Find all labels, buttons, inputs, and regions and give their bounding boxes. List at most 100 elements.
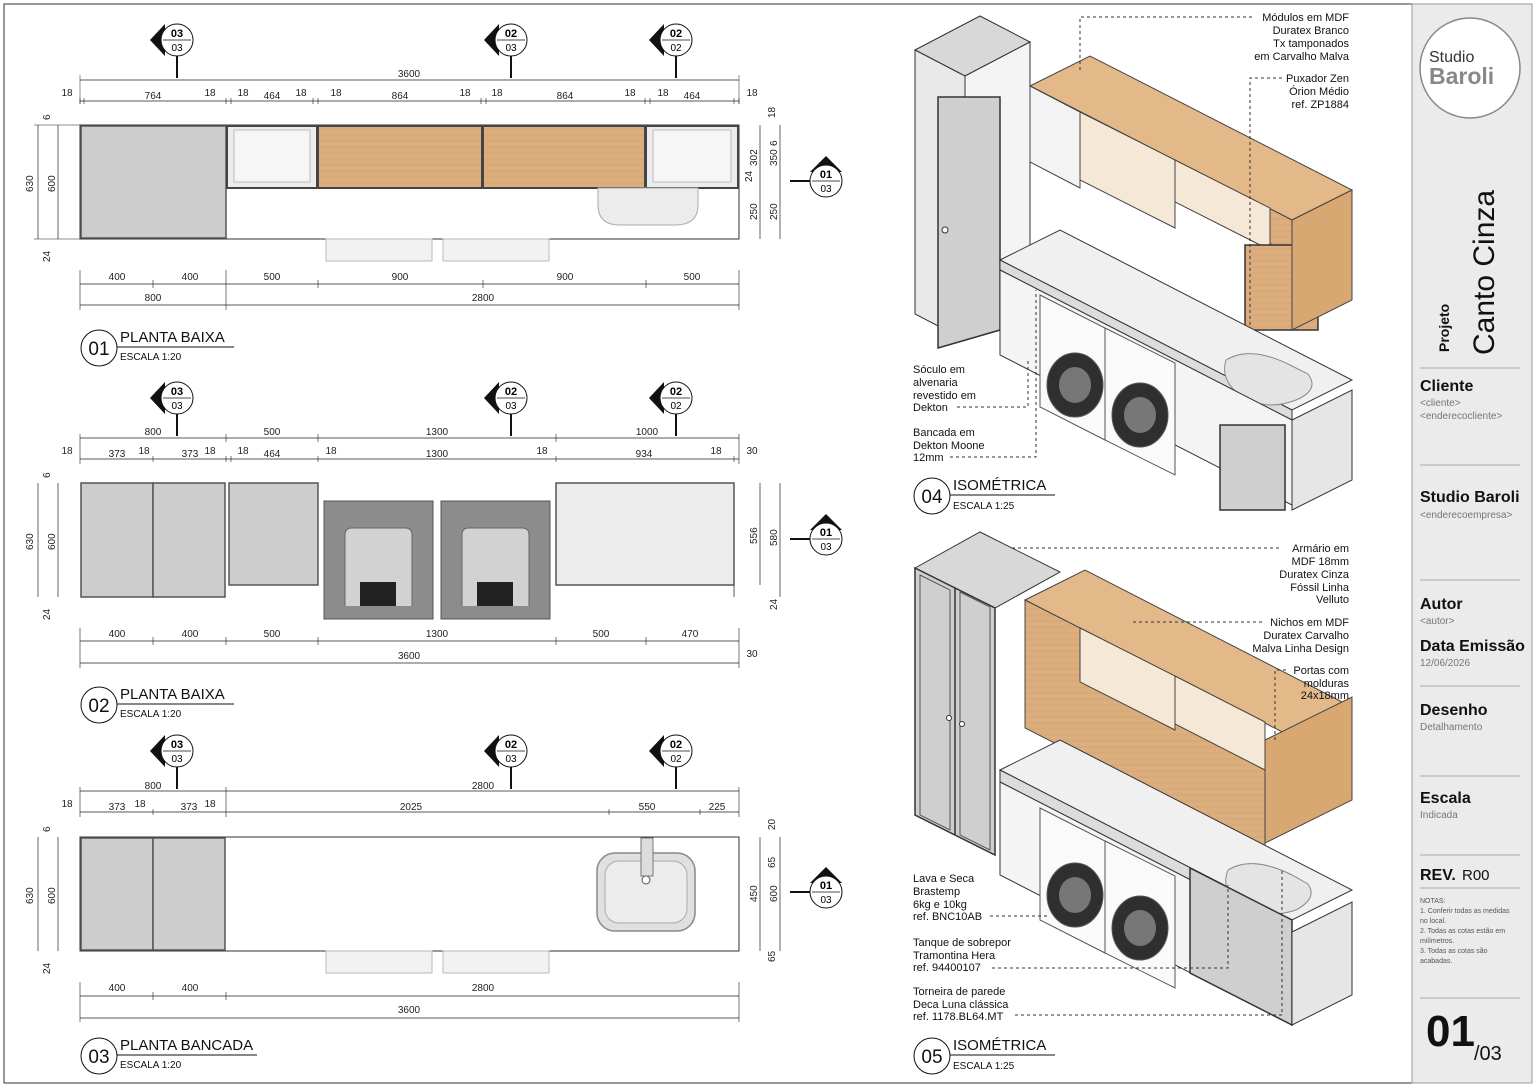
view-number: 04 [921,487,943,508]
upper-cabinet-wood [482,125,646,189]
dim: 18 [325,446,337,457]
dim: 302 [749,149,760,166]
annotation-line: Deca Luna clássica [913,999,1009,1011]
dim: 400 [109,629,126,640]
dim: 20 [767,818,778,830]
dim: 24 [42,962,53,974]
dim: 18 [237,88,249,99]
dim: 400 [182,272,199,283]
view-label: 04 ISOMÉTRICA ESCALA 1:25 [913,477,1055,515]
dimension-line: 18 764 18 18 464 18 18 864 18 18 864 18 … [61,88,758,104]
dim: 900 [557,272,574,283]
dim: 400 [109,983,126,994]
dim: 464 [264,91,281,102]
author-value: <autor> [1420,616,1455,627]
section-marker: 03 03 [150,734,194,789]
dim: 373 [181,802,198,813]
annotation-line: alvenaria [913,377,959,389]
dim: 18 [295,88,307,99]
dim: 65 [767,950,778,962]
dim: 1300 [426,427,449,438]
cabinet-door [80,837,154,951]
dimension-line: 18 6 302 350 24 250 250 [744,106,781,239]
annotation-line: revestido em [913,390,976,402]
marker-num: 02 [670,28,682,40]
cabinet-door [228,482,319,586]
view-02-planta-baixa: 03 03 02 03 02 02 800 500 1300 1000 [25,381,843,724]
dim: 580 [769,529,780,546]
marker-sheet: 03 [820,184,832,195]
annotation-line: Órion Médio [1289,85,1349,98]
dim: 24 [42,250,53,262]
section-marker: 01 03 [790,867,843,909]
section-marker: 03 03 [150,23,194,78]
dim: 18 [657,88,669,99]
annotation-line: Módulos em MDF [1262,12,1349,24]
note-line: milímetros. [1420,938,1454,945]
dim: 18 [204,446,216,457]
note-line: 2. Todas as cotas estão em [1420,928,1505,935]
dim: 1300 [426,629,449,640]
view-number: 02 [88,696,109,717]
marker-num: 01 [820,880,832,892]
marker-sheet: 03 [505,401,517,412]
sink [597,187,699,226]
drawing-label: Desenho [1420,702,1488,719]
annotation-line: Portas com [1293,665,1349,677]
dim: 550 [639,802,656,813]
annotation-line: ref. 94400107 [913,962,981,974]
dim: 18 [61,446,73,457]
section-marker: 02 03 [484,381,528,436]
note-line: acabadas. [1420,958,1452,965]
title-block: Studio Baroli Projeto Canto Cinza Client… [1411,3,1533,1084]
view-number: 01 [88,339,109,360]
dryer [442,950,550,974]
dryer-drum [477,582,513,606]
dim: 24 [42,608,53,620]
project-label: Projeto [1436,304,1452,352]
marker-sheet: 03 [820,542,832,553]
logo-bottom: Baroli [1429,63,1494,89]
annotation-line: 12mm [913,452,944,464]
annotation-group: Armário em MDF 18mm Duratex Cinza Fóssil… [913,543,1350,1023]
dim: 800 [145,427,162,438]
annotation-line: Nichos em MDF [1270,617,1349,629]
dim: 373 [109,449,126,460]
dim: 630 [25,533,36,550]
annotation-line: ref. 1178.BL64.MT [913,1011,1004,1023]
section-marker: 02 02 [649,734,693,789]
dim: 18 [624,88,636,99]
dimension-line: 800 500 1300 1000 18 373 18 373 18 18 46… [61,427,758,464]
view-label: 05 ISOMÉTRICA ESCALA 1:25 [913,1037,1055,1075]
drawing-value: Detalhamento [1420,722,1483,733]
annotation-line: Malva Linha Design [1252,643,1349,655]
view-label: 03 PLANTA BANCADA ESCALA 1:20 [80,1037,257,1075]
dim: 400 [182,983,199,994]
section-marker: 02 02 [649,23,693,78]
dim: 250 [769,203,780,220]
dim: 556 [749,527,760,544]
view-scale: ESCALA 1:20 [120,709,182,720]
annotation-line: 6kg e 10kg [913,899,967,911]
marker-sheet: 03 [820,895,832,906]
marker-sheet: 03 [505,43,517,54]
annotation-line: 24x18mm [1301,690,1349,702]
dryer [442,238,550,262]
dim: 18 [746,88,758,99]
cabinet-door [152,837,226,951]
dim: 2025 [400,802,423,813]
tall-cabinet [80,125,227,239]
dim: 18 [61,88,73,99]
marker-num: 02 [670,739,682,751]
annotation-line: Duratex Cinza [1279,569,1350,581]
dim: 18 [710,446,722,457]
annotation-line: Tx tamponados [1273,38,1349,50]
dim: 18 [204,799,216,810]
view-number: 03 [88,1047,109,1068]
annotation-line: molduras [1304,678,1350,690]
date-label: Data Emissão [1420,638,1525,655]
cabinet-door [80,482,154,598]
section-marker: 02 02 [649,381,693,436]
dim: 450 [749,885,760,902]
